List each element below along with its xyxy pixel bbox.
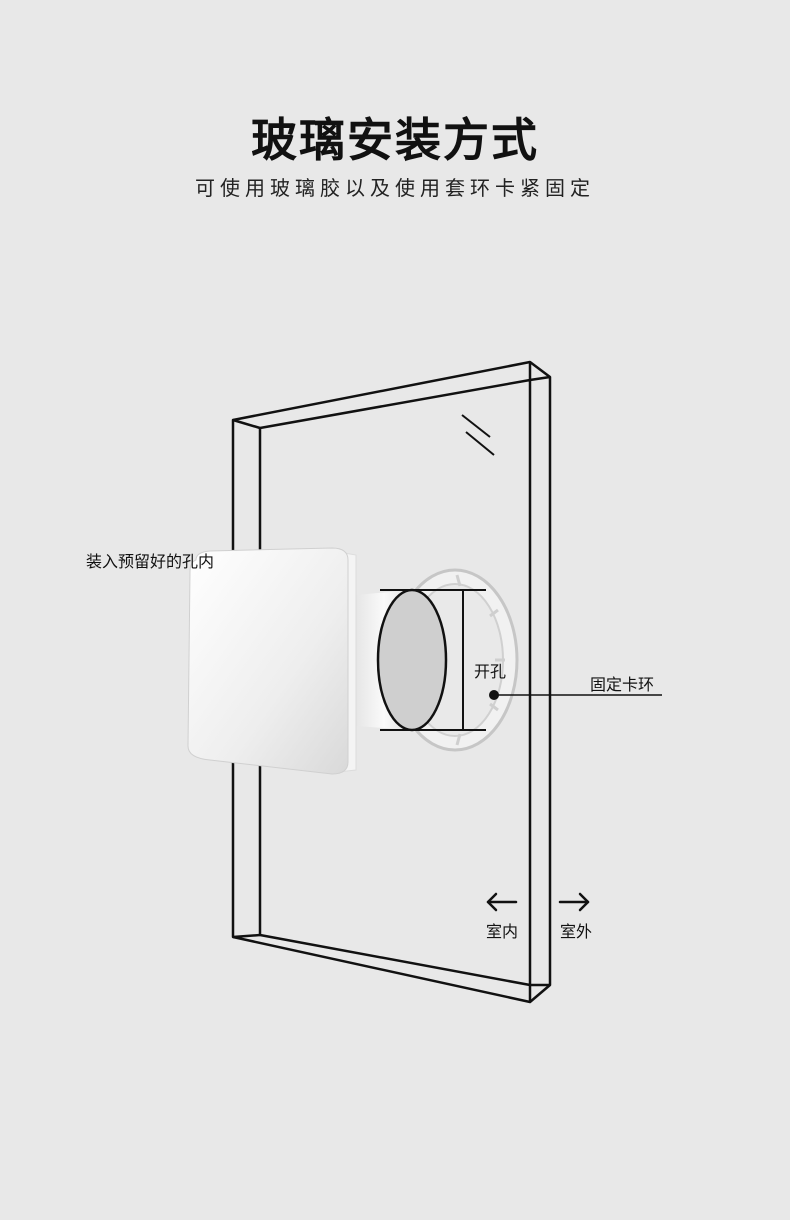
- hole-dimension: [380, 589, 486, 731]
- page-title: 玻璃安装方式: [251, 113, 539, 167]
- label-outdoor: 室外: [560, 922, 593, 941]
- arrow-right-icon: [558, 892, 590, 912]
- fan-duct: [356, 588, 448, 732]
- arrow-left-icon: [486, 892, 518, 912]
- label-insert-hole: 装入预留好的孔内: [86, 552, 215, 571]
- label-hole: 开孔: [474, 662, 507, 681]
- fixing-ring-leader: [489, 690, 662, 700]
- page-subtitle: 可使用玻璃胶以及使用套环卡紧固定: [195, 176, 595, 200]
- fan-panel: [187, 547, 357, 775]
- label-fixing-ring: 固定卡环: [590, 675, 655, 694]
- label-indoor: 室内: [486, 922, 519, 941]
- glass-reflection: [461, 414, 495, 456]
